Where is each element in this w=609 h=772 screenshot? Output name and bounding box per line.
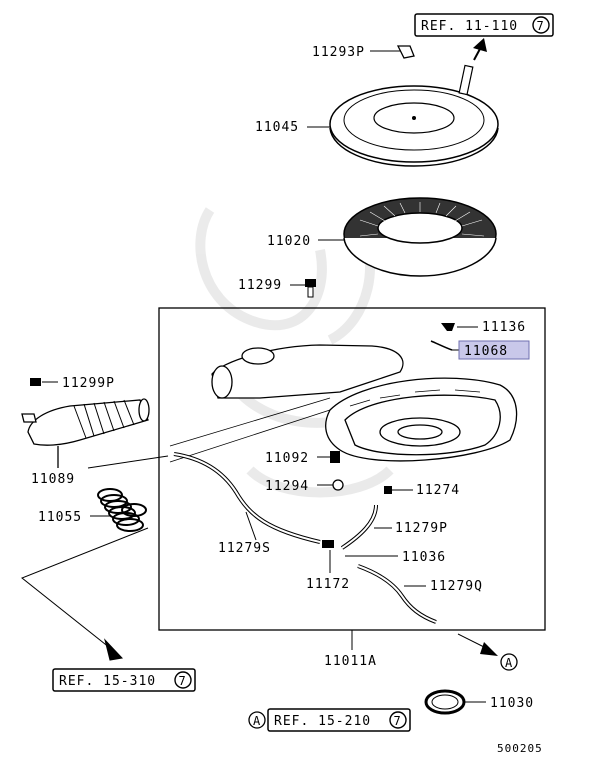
part-label-11294: 11294 xyxy=(265,479,309,494)
bolt-11299p: 11299P xyxy=(30,376,115,391)
hose-11279p: 11279P xyxy=(340,504,448,550)
part-11274: 11274 xyxy=(384,483,460,498)
filter-element: 11020 xyxy=(267,197,497,277)
part-label-11299: 11299 xyxy=(238,278,282,293)
ref-top-text: REF. 11-110 xyxy=(421,19,518,34)
hose-11279q: 11279Q xyxy=(357,564,483,624)
ref-box-bottom[interactable]: A REF. 15-210 7 xyxy=(248,708,411,732)
bolt-11299: 11299 xyxy=(238,278,316,298)
ref-bottom-circle: 7 xyxy=(394,714,401,728)
ref-top-circle: 7 xyxy=(537,19,544,33)
case-detail-lines xyxy=(169,389,481,463)
part-label-11055: 11055 xyxy=(38,510,82,525)
part-11068-highlighted[interactable]: 11068 xyxy=(430,340,530,360)
intake-duct-11089 xyxy=(21,398,150,468)
ref-box-left[interactable]: REF. 15-310 7 xyxy=(52,668,196,692)
ref-left-text: REF. 15-310 xyxy=(59,674,156,689)
connector-a-right: A xyxy=(505,656,513,670)
hose-11279s: 11279S xyxy=(173,452,321,556)
part-label-11011a: 11011A xyxy=(324,654,377,669)
part-label-11030: 11030 xyxy=(490,696,534,711)
spring-11055 xyxy=(97,488,147,532)
part-label-11020: 11020 xyxy=(267,234,311,249)
arrow-up-ref xyxy=(473,38,487,61)
part-11172: 11172 xyxy=(306,550,350,592)
air-cleaner-cover: 11045 xyxy=(255,64,499,167)
clip-11293p: 11293P xyxy=(312,45,415,60)
part-label-11036: 11036 xyxy=(402,550,446,565)
ref-box-top[interactable]: REF. 11-110 7 xyxy=(414,13,554,37)
part-label-11293p: 11293P xyxy=(312,45,365,60)
part-label-11045: 11045 xyxy=(255,120,299,135)
connector-11036: 11036 xyxy=(322,540,446,565)
part-label-11136: 11136 xyxy=(482,320,526,335)
part-11294: 11294 xyxy=(265,479,344,494)
leader-to-ref-left xyxy=(21,455,169,661)
part-label-11279s: 11279S xyxy=(218,541,271,556)
connector-a-bottom: A xyxy=(253,714,261,728)
ref-bottom-text: REF. 15-210 xyxy=(274,714,371,729)
part-label-11299p: 11299P xyxy=(62,376,115,391)
part-label-11068: 11068 xyxy=(464,344,508,359)
grommet-11092: 11092 xyxy=(265,451,340,466)
part-label-11279q: 11279Q xyxy=(430,579,483,594)
arrow-to-connector-a: A xyxy=(457,633,518,671)
gasket-11030: 11030 xyxy=(424,689,534,715)
case-body xyxy=(211,344,518,462)
part-label-11172: 11172 xyxy=(306,577,350,592)
part-11011a: 11011A xyxy=(324,630,377,669)
part-label-11089: 11089 xyxy=(31,472,75,487)
ref-left-circle: 7 xyxy=(179,674,186,688)
clamp-11136: 11136 xyxy=(441,320,526,335)
part-label-11092: 11092 xyxy=(265,451,309,466)
part-label-11279p: 11279P xyxy=(395,521,448,536)
figure-code: 500205 xyxy=(497,742,543,755)
part-label-11274: 11274 xyxy=(416,483,460,498)
